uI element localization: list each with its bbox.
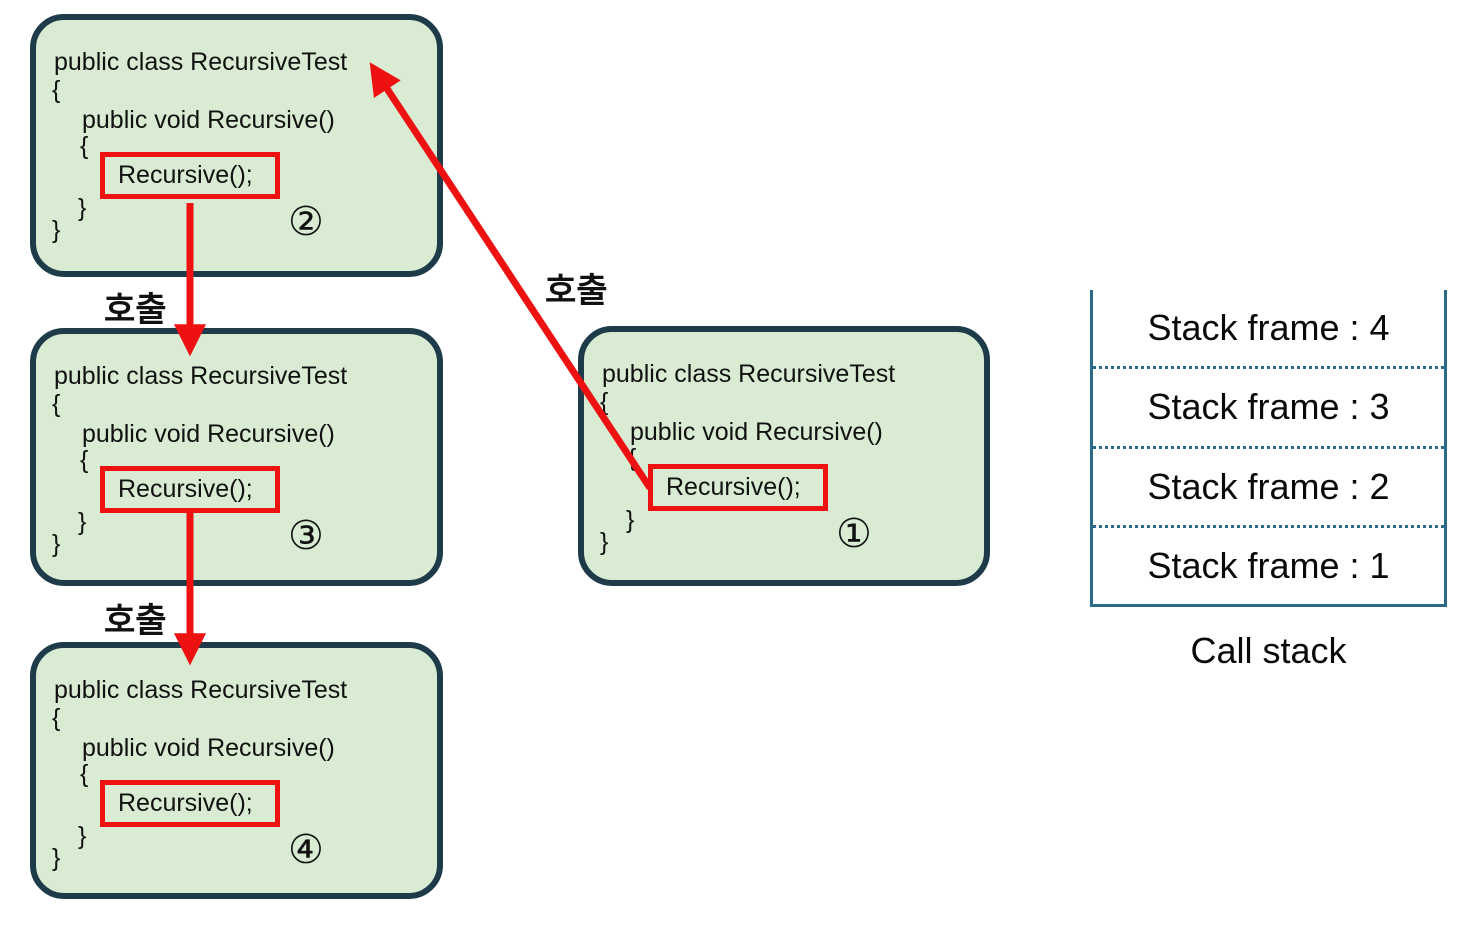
code-line-open-brace: { bbox=[52, 390, 61, 418]
code-box-step4: public class RecursiveTest { public void… bbox=[30, 642, 443, 899]
code-line-recursive-call: Recursive(); bbox=[118, 161, 253, 189]
stack-frame-2: Stack frame : 2 bbox=[1093, 449, 1444, 528]
code-line-close-brace: } bbox=[78, 822, 87, 850]
call-stack-container: Stack frame : 4 Stack frame : 3 Stack fr… bbox=[1090, 290, 1447, 607]
code-line-open-brace: { bbox=[628, 444, 637, 472]
code-box-step1: public class RecursiveTest { public void… bbox=[578, 326, 990, 586]
code-line-open-brace: { bbox=[600, 388, 609, 416]
code-line-method-decl: public void Recursive() bbox=[630, 418, 883, 446]
stack-frame-3: Stack frame : 3 bbox=[1093, 369, 1444, 449]
recursive-call-highlight: Recursive(); bbox=[100, 152, 280, 199]
code-line-close-brace: } bbox=[52, 216, 61, 244]
code-line-close-brace: } bbox=[78, 194, 87, 222]
code-line-recursive-call: Recursive(); bbox=[666, 473, 801, 501]
code-line-class-decl: public class RecursiveTest bbox=[602, 360, 896, 388]
stack-frame-1: Stack frame : 1 bbox=[1147, 544, 1390, 586]
code-line-open-brace: { bbox=[80, 446, 89, 474]
code-line-close-brace: } bbox=[52, 844, 61, 872]
code-line-method-decl: public void Recursive() bbox=[82, 420, 335, 448]
step-number-badge: ② bbox=[288, 200, 324, 244]
code-line-recursive-call: Recursive(); bbox=[118, 789, 253, 817]
code-line-recursive-call: Recursive(); bbox=[118, 475, 253, 503]
recursive-call-highlight: Recursive(); bbox=[100, 466, 280, 513]
call-stack-caption: Call stack bbox=[1190, 630, 1347, 671]
code-line-close-brace: } bbox=[626, 506, 635, 534]
step-number-badge: ③ bbox=[288, 514, 324, 558]
code-box-step3: public class RecursiveTest { public void… bbox=[30, 328, 443, 586]
call-label: 호출 bbox=[104, 291, 167, 329]
call-label: 호출 bbox=[545, 272, 608, 310]
code-line-class-decl: public class RecursiveTest bbox=[54, 362, 348, 390]
code-line-method-decl: public void Recursive() bbox=[82, 106, 335, 134]
code-line-open-brace: { bbox=[80, 760, 89, 788]
recursive-call-highlight: Recursive(); bbox=[648, 464, 828, 511]
code-line-open-brace: { bbox=[52, 704, 61, 732]
code-line-open-brace: { bbox=[80, 132, 89, 160]
code-line-close-brace: } bbox=[78, 508, 87, 536]
stack-frame-4: Stack frame : 4 bbox=[1093, 290, 1444, 370]
step-number-badge: ④ bbox=[288, 828, 324, 872]
code-line-method-decl: public void Recursive() bbox=[82, 734, 335, 762]
code-line-class-decl: public class RecursiveTest bbox=[54, 676, 348, 704]
code-box-step2: public class RecursiveTest { public void… bbox=[30, 14, 443, 277]
code-line-class-decl: public class RecursiveTest bbox=[54, 48, 348, 76]
code-line-close-brace: } bbox=[52, 530, 61, 558]
code-line-open-brace: { bbox=[52, 76, 61, 104]
recursive-call-highlight: Recursive(); bbox=[100, 780, 280, 827]
call-label: 호출 bbox=[104, 602, 167, 640]
step-number-badge: ① bbox=[836, 512, 872, 556]
code-line-close-brace: } bbox=[600, 528, 609, 556]
